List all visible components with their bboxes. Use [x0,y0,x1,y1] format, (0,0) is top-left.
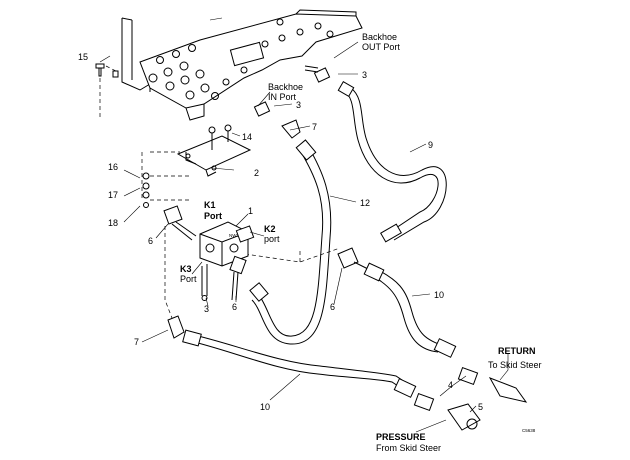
callout-numbers: 3 3 3 7 7 9 12 14 2 15 16 17 18 1 6 6 6 … [78,52,483,412]
label-return-2: To Skid Steer [488,360,542,370]
coupler-5 [447,377,528,431]
pin-3-lower [201,264,208,301]
callout-7-left: 7 [134,337,139,347]
callout-3-mid: 3 [296,100,301,110]
label-k1-1: K1 [204,200,216,210]
callout-12: 12 [360,198,370,208]
callout-7-top: 7 [312,122,317,132]
label-k3-2: Port [180,274,197,284]
hose-9 [337,80,447,243]
leader-lines [99,41,509,433]
hardware-16-17-18 [141,151,190,208]
fitting-7-left [167,315,185,339]
fitting-7-top [281,119,301,139]
callout-1: 1 [248,206,253,216]
hose-12 [249,139,332,345]
callout-6-lower: 6 [232,302,237,312]
callout-3-lower: 3 [204,304,209,314]
fitting-3-mid [253,101,271,117]
label-backhoe-in-2: IN Port [268,92,297,102]
callout-4: 4 [448,380,453,390]
port-labels: Backhoe OUT Port Backhoe IN Port K1 Port… [180,32,542,453]
backhoe-mount-plate [121,9,363,121]
hose-10-lower [182,329,417,398]
callout-18: 18 [108,218,118,228]
label-pressure-2: From Skid Steer [376,443,441,453]
hose-10-right [363,262,457,358]
drawing-code: C5638 [522,428,536,433]
label-k3-1: K3 [180,264,192,274]
label-k2-2: port [264,234,280,244]
plate-holes [148,18,334,100]
callout-16: 16 [108,162,118,172]
valve-1: NWT [199,221,249,267]
fitting-8 [337,247,371,271]
callout-10-lower: 10 [260,402,270,412]
callout-10-right: 10 [434,290,444,300]
valve-marking: NWT [229,233,239,238]
bracket-2 [176,135,252,177]
fitting-6-left [163,205,197,241]
callout-17: 17 [108,190,118,200]
callout-9: 9 [428,140,433,150]
fitting-6-lower [229,255,247,301]
bolt-15 [95,63,119,118]
label-backhoe-out-1: Backhoe [362,32,397,42]
callout-3-top: 3 [362,70,367,80]
label-backhoe-in-1: Backhoe [268,82,303,92]
fitting-k2 [235,225,255,243]
label-return-1: RETURN [498,346,536,356]
label-k1-2: Port [204,211,222,221]
screw-14 [208,124,232,150]
callout-6-left: 6 [148,236,153,246]
label-backhoe-out-2: OUT Port [362,42,400,52]
assembly-leaders [164,226,341,319]
callout-15: 15 [78,52,88,62]
callout-6-right: 6 [330,302,335,312]
label-k2-1: K2 [264,224,276,234]
label-pressure-1: PRESSURE [376,432,426,442]
callout-14: 14 [242,132,252,142]
coupler-4 [413,366,479,412]
fitting-3-top [304,65,331,83]
callout-5: 5 [478,402,483,412]
callout-2: 2 [254,168,259,178]
